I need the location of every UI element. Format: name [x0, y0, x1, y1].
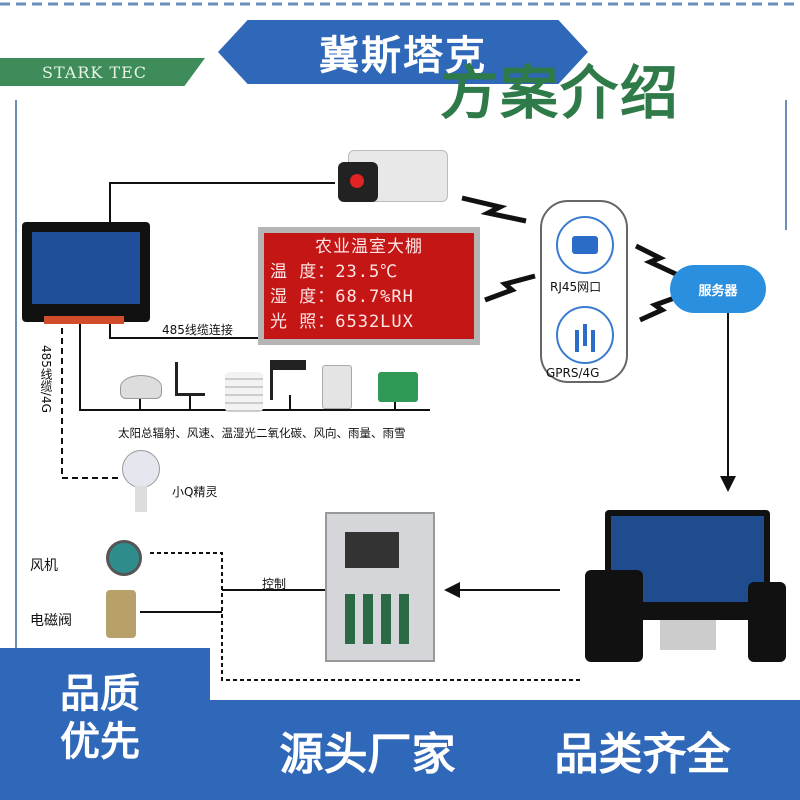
- cable-485-4g-label: 485线缆/4G: [39, 345, 53, 413]
- touch-panel: [22, 222, 150, 324]
- xiaoq-device-icon: [122, 450, 160, 520]
- valve-icon: [106, 590, 136, 638]
- led-line-4: 光 照：6532LUX: [270, 312, 414, 332]
- cabinet-screen: [345, 532, 399, 568]
- valve-label: 电磁阀: [30, 613, 72, 629]
- fan-icon: [106, 540, 142, 576]
- tablet-icon: [585, 570, 643, 662]
- cable-485-label: 485线缆连接: [162, 323, 233, 337]
- server-cloud-icon: 服务器: [670, 265, 766, 313]
- cabinet-buttons: [345, 594, 415, 644]
- quality-box: 品质 优先: [0, 648, 210, 800]
- fan-label: 风机: [30, 558, 58, 574]
- sensor-windspeed-icon: [175, 362, 205, 396]
- gprs-icon: [556, 306, 614, 364]
- slogan-variety: 品类齐全: [554, 729, 731, 780]
- banner-title: 冀斯塔克: [218, 20, 588, 84]
- slogan-source: 源头厂家: [279, 729, 456, 780]
- quality-line-1: 品质: [60, 671, 140, 717]
- rj45-icon: [556, 216, 614, 274]
- camera-icon: [330, 150, 450, 212]
- led-display: 农业温室大棚 温 度：23.5℃ 湿 度：68.7%RH 光 照：6532LUX: [258, 227, 480, 345]
- brand-label: STARK TEC: [0, 58, 205, 86]
- top-decor-dashes: [0, 2, 800, 6]
- control-label: 控制: [262, 577, 287, 591]
- network-module: RJ45网口 GPRS/4G: [540, 200, 628, 383]
- sensor-thermo-icon: [225, 372, 263, 412]
- quality-line-2: 优先: [60, 719, 140, 765]
- phone-icon: [748, 582, 786, 662]
- sensor-winddir-icon: [270, 360, 306, 400]
- server-label: 服务器: [698, 283, 738, 299]
- sensor-snow-icon: [378, 372, 418, 402]
- xiaoq-label: 小Q精灵: [172, 485, 218, 499]
- sensors-label: 太阳总辐射、风速、温湿光二氧化碳、风向、雨量、雨雪: [118, 426, 406, 440]
- slogan-bar: 源头厂家 品类齐全: [210, 700, 800, 800]
- led-line-1: 农业温室大棚: [315, 237, 423, 257]
- led-line-2: 温 度：23.5℃: [270, 262, 399, 282]
- touch-panel-terminals: [44, 316, 124, 324]
- rj45-label: RJ45网口: [550, 280, 602, 294]
- control-cabinet: [325, 512, 435, 662]
- sensor-solar-icon: [120, 375, 162, 399]
- monitor-stand: [660, 620, 716, 650]
- touch-panel-screen: [32, 232, 140, 304]
- sensor-rain-icon: [322, 365, 352, 409]
- gprs-label: GPRS/4G: [546, 366, 600, 380]
- page-title: 方案介绍: [440, 59, 681, 127]
- led-line-3: 湿 度：68.7%RH: [270, 287, 414, 307]
